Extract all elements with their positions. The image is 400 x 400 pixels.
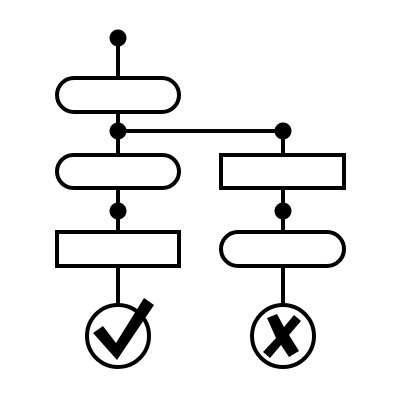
left-node-2 [55, 153, 181, 190]
right-node-1 [219, 153, 346, 190]
start-dot [109, 29, 127, 47]
cross-icon [263, 314, 301, 358]
check-icon [93, 298, 154, 360]
left-node-3 [55, 230, 181, 268]
branch-dot [109, 122, 127, 140]
left-mid-dot [109, 202, 127, 220]
right-mid-dot [274, 202, 292, 220]
failure-end [250, 303, 316, 369]
left-node-1 [55, 76, 181, 114]
right-node-2 [219, 230, 346, 268]
success-end [85, 298, 154, 369]
right-top-dot [274, 122, 292, 140]
